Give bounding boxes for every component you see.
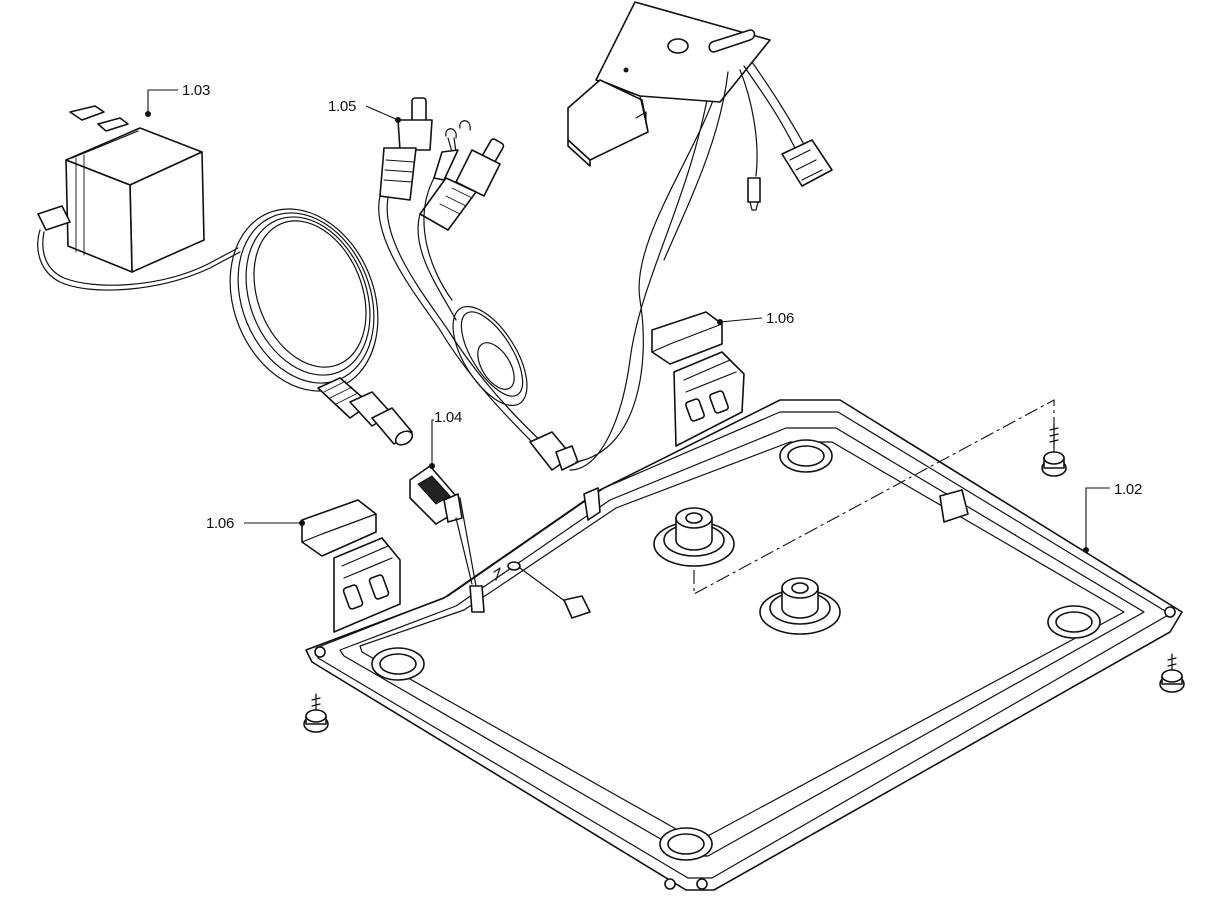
barrel-plug [317, 377, 414, 446]
callout-1-02: 1.02 [1083, 481, 1142, 553]
callout-1-04-label: 1.04 [434, 409, 462, 426]
callout-1-05-label: 1.05 [328, 98, 356, 115]
callout-1-05: 1.05 [328, 98, 401, 123]
callout-1-06-right: 1.06 [717, 310, 794, 327]
screw-right-top [1041, 423, 1067, 477]
callout-1-06-right-label: 1.06 [766, 310, 794, 327]
callout-1-04: 1.04 [429, 409, 462, 469]
switch-component [409, 465, 485, 613]
hinge-bracket-left [301, 499, 401, 633]
callout-1-06-left: 1.06 [206, 515, 305, 532]
power-adapter [37, 105, 241, 291]
screw-right-bottom [1159, 653, 1185, 693]
callout-1-03-label: 1.03 [182, 82, 210, 99]
screw-left [303, 693, 329, 733]
callout-1-06-left-label: 1.06 [206, 515, 234, 532]
mounting-bracket [567, 1, 833, 261]
rca-cable-harness [378, 79, 721, 471]
hinge-bracket-right [651, 311, 745, 447]
callout-1-03: 1.03 [145, 82, 210, 117]
base-plate [305, 399, 1183, 891]
callout-1-02-label: 1.02 [1114, 481, 1142, 498]
coiled-cable [229, 208, 379, 392]
